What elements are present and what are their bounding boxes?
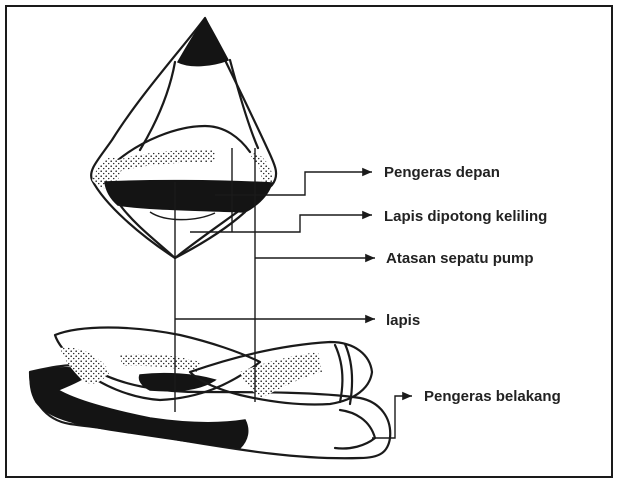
label-lining-cut: Lapis dipotong keliling bbox=[384, 208, 547, 225]
shoe-side-view bbox=[30, 328, 390, 459]
stipple-top bbox=[118, 150, 215, 172]
black-band bbox=[105, 181, 272, 212]
shoe-top-view bbox=[91, 18, 276, 258]
labels: Pengeras depan Lapis dipotong keliling A… bbox=[384, 164, 561, 405]
heel bbox=[335, 410, 375, 449]
back-seam-1 bbox=[335, 345, 342, 402]
leader-heel-counter bbox=[372, 396, 412, 438]
lobe-left bbox=[120, 205, 175, 258]
vamp-stipple-2 bbox=[120, 354, 200, 372]
label-heel-counter: Pengeras belakang bbox=[424, 388, 561, 405]
back-seam-2 bbox=[345, 344, 352, 404]
leader-lining-cut bbox=[190, 215, 372, 232]
label-lining: lapis bbox=[386, 312, 420, 329]
label-toe-stiffener: Pengeras depan bbox=[384, 164, 500, 181]
label-pump-upper: Atasan sepatu pump bbox=[386, 250, 534, 267]
lobe-inner bbox=[150, 212, 215, 220]
stipple-right bbox=[250, 152, 272, 184]
leaders bbox=[175, 172, 412, 438]
